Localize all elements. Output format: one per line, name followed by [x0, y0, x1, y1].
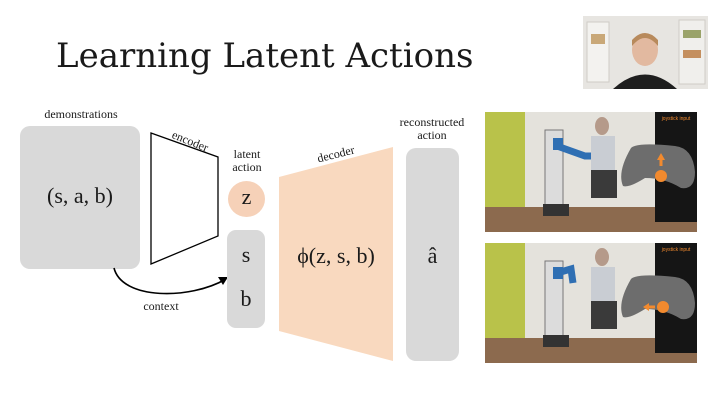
context-arrow	[113, 267, 227, 295]
demonstrations-label: demonstrations	[44, 107, 118, 121]
presenter-webcam	[583, 16, 708, 89]
robot-photo-bottom: joystick input	[485, 243, 697, 363]
latent-action-label: latent action	[232, 147, 262, 174]
decoder-shape	[279, 147, 393, 361]
joystick-input-label-bottom: joystick input	[661, 247, 691, 253]
slide-title: Learning Latent Actions	[56, 36, 474, 76]
latent-z-circle	[228, 181, 265, 217]
reconstructed-action-label: reconstructed action	[399, 115, 465, 142]
context-b-value: b	[240, 286, 252, 311]
demonstrations-value: (s, a, b)	[47, 183, 113, 208]
context-box	[227, 230, 265, 328]
latent-z-value: z	[241, 184, 252, 209]
joystick-input-label-top: joystick input	[661, 116, 691, 122]
reconstructed-action-box	[406, 148, 459, 361]
demonstrations-box	[20, 126, 140, 269]
context-label: context	[143, 299, 179, 313]
decoder-value: ϕ(z, s, b)	[297, 243, 375, 268]
encoder-shape	[150, 132, 219, 265]
reconstructed-action-value: â	[427, 243, 438, 268]
robot-photo-top: joystick input	[485, 112, 697, 232]
context-s-value: s	[241, 242, 251, 267]
context-arrowhead	[218, 277, 228, 285]
